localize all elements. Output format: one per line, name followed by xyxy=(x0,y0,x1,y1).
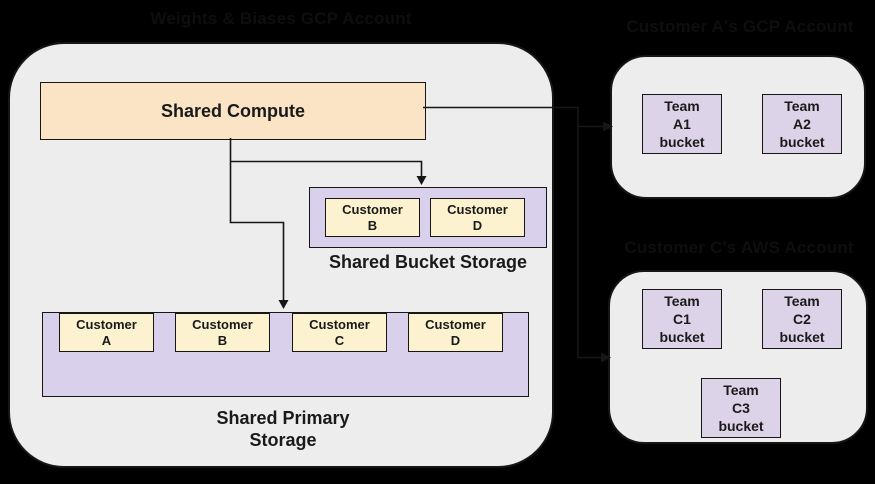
customer-a-account-card: Team A1 bucket Team A2 bucket xyxy=(610,55,866,199)
team-c1-bucket-label-line2: C1 xyxy=(673,311,691,327)
team-a1-bucket-label-line3: bucket xyxy=(659,134,705,150)
shared-bucket-storage-group: Customer B Customer D xyxy=(309,187,547,248)
shared-primary-storage-label-line1: Shared Primary xyxy=(216,408,350,428)
customer-a-primary-box: Customer A xyxy=(59,313,154,352)
customer-b-bucket-box: Customer B xyxy=(325,198,420,237)
team-a1-bucket-label-line1: Team xyxy=(664,98,700,114)
team-c3-bucket-label-line1: Team xyxy=(723,382,759,398)
customer-b-primary-label-line2: B xyxy=(217,332,228,348)
team-a1-bucket-box: Team A1 bucket xyxy=(642,94,722,154)
customer-d-bucket-label-line1: Customer xyxy=(447,201,508,217)
team-a2-bucket-box: Team A2 bucket xyxy=(762,94,842,154)
customer-b-primary-label-line1: Customer xyxy=(192,316,253,332)
team-c2-bucket-label-line3: bucket xyxy=(779,329,825,345)
customer-c-primary-label-line1: Customer xyxy=(309,316,370,332)
customer-d-primary-label-line1: Customer xyxy=(425,316,486,332)
connector-to-customer-c-account xyxy=(577,126,601,359)
customer-a-primary-label-line2: A xyxy=(101,332,112,348)
customer-b-bucket-label-line2: B xyxy=(367,217,378,233)
shared-account-container: Shared Compute Customer B Customer D Sha… xyxy=(8,42,554,468)
team-a2-bucket-label-line1: Team xyxy=(784,98,820,114)
customer-c-primary-label-line2: C xyxy=(334,332,345,348)
team-c3-bucket-label-line2: C3 xyxy=(732,400,750,416)
customer-b-bucket-label-line1: Customer xyxy=(342,201,403,217)
customer-d-primary-box: Customer D xyxy=(408,313,503,352)
customer-d-bucket-box: Customer D xyxy=(430,198,525,237)
team-c3-bucket-label-line3: bucket xyxy=(718,418,764,434)
customer-a-account-title: Customer A's GCP Account xyxy=(626,17,854,36)
shared-primary-storage-label: Shared Primary Storage xyxy=(133,407,433,451)
customer-d-bucket-label-line2: D xyxy=(472,217,483,233)
team-c3-bucket-box: Team C3 bucket xyxy=(701,378,781,438)
team-c2-bucket-label-line1: Team xyxy=(784,293,820,309)
team-c2-bucket-box: Team C2 bucket xyxy=(762,289,842,349)
shared-primary-storage-group: Customer A Customer B Customer C Custome… xyxy=(42,312,529,397)
customer-b-primary-box: Customer B xyxy=(175,313,270,352)
team-c1-bucket-box: Team C1 bucket xyxy=(642,289,722,349)
team-c1-bucket-label-line1: Team xyxy=(664,293,700,309)
team-a1-bucket-label-line2: A1 xyxy=(673,116,691,132)
team-c1-bucket-label-line3: bucket xyxy=(659,329,705,345)
customer-a-primary-label-line1: Customer xyxy=(76,316,137,332)
shared-account-title: Weights & Biases GCP Account xyxy=(150,9,412,28)
shared-compute-box: Shared Compute xyxy=(40,82,426,140)
connector-to-customer-a-account xyxy=(556,106,603,128)
shared-primary-storage-label-line2: Storage xyxy=(249,430,317,450)
customer-c-primary-box: Customer C xyxy=(292,313,387,352)
team-a2-bucket-label-line3: bucket xyxy=(779,134,825,150)
customer-d-primary-label-line2: D xyxy=(450,332,461,348)
shared-bucket-storage-label: Shared Bucket Storage xyxy=(328,252,528,272)
team-c2-bucket-label-line2: C2 xyxy=(793,311,811,327)
team-a2-bucket-label-line2: A2 xyxy=(793,116,811,132)
customer-c-account-title: Customer C's AWS Account xyxy=(624,238,854,257)
customer-c-account-card: Team C1 bucket Team C2 bucket Team C3 bu… xyxy=(608,270,868,444)
